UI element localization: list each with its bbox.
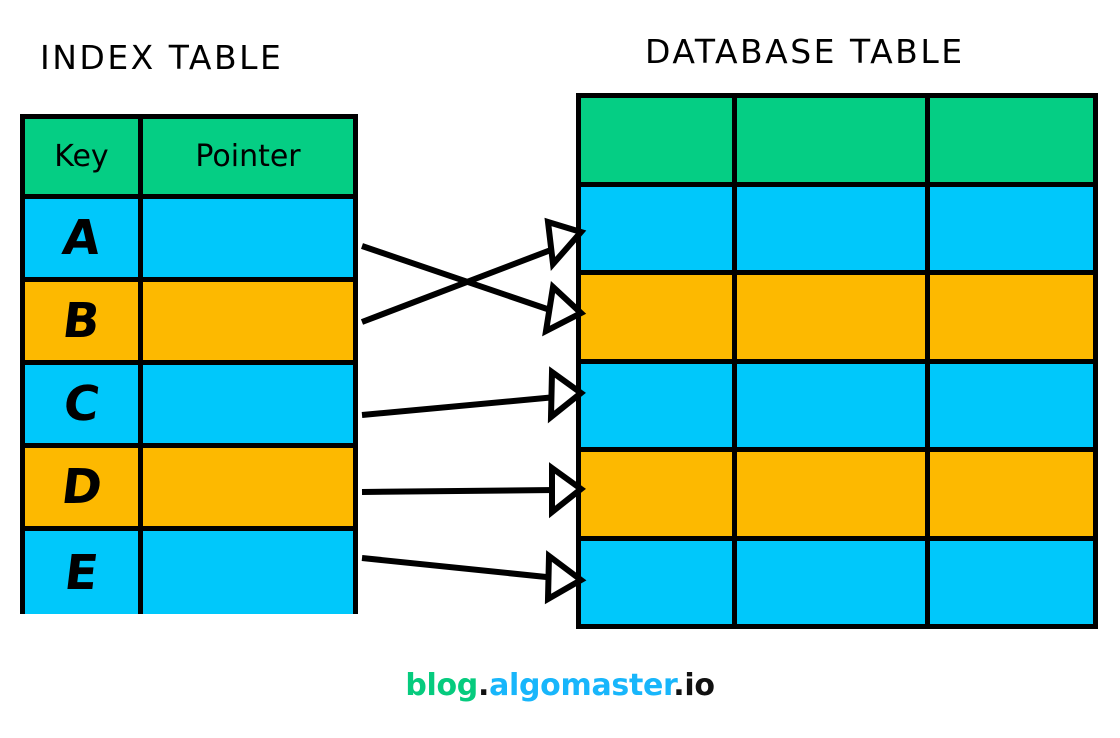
index-cell-pointer-b: [143, 282, 353, 360]
database-cell-r5-c2: [737, 540, 930, 624]
index-header-label-key: Key: [54, 138, 109, 174]
brand-dot-2: .: [673, 668, 685, 703]
index-key-label-b: B: [59, 293, 104, 349]
database-table-row-4: [581, 452, 1093, 541]
database-cell-r1-c2: [737, 186, 930, 270]
database-cell-r3-c3: [930, 363, 1093, 447]
index-table-header-row: Key Pointer: [25, 119, 353, 199]
database-cell-r4-c1: [581, 452, 737, 536]
database-table-row-3: [581, 363, 1093, 452]
index-table-row-a: A: [25, 199, 353, 282]
database-cell-r3-c1: [581, 363, 737, 447]
database-table-row-2: [581, 275, 1093, 364]
index-table-title: INDEX TABLE: [40, 38, 284, 77]
database-table-title: DATABASE TABLE: [645, 32, 965, 71]
index-table-row-e: E: [25, 531, 353, 614]
database-cell-r5-c1: [581, 540, 737, 624]
database-table-row-5: [581, 540, 1093, 624]
database-header-cell-3: [930, 98, 1093, 182]
database-table-row-1: [581, 186, 1093, 275]
pointer-arrow-a: [361, 243, 587, 337]
index-cell-pointer-d: [143, 448, 353, 526]
index-key-label-c: C: [60, 376, 103, 432]
index-table-row-d: D: [25, 448, 353, 531]
database-cell-r2-c1: [581, 275, 737, 359]
index-cell-key-c: C: [25, 365, 143, 443]
pointer-arrow-c: [361, 366, 586, 424]
database-cell-r2-c3: [930, 275, 1093, 359]
brand-part-blog: blog: [405, 668, 478, 703]
index-key-label-e: E: [61, 544, 102, 601]
brand-part-algomaster: algomaster: [489, 668, 674, 703]
index-table: Key Pointer A B C: [20, 114, 358, 614]
pointer-arrow-b: [360, 217, 587, 325]
database-cell-r1-c1: [581, 186, 737, 270]
database-cell-r3-c2: [737, 363, 930, 447]
brand-footer: blog.algomaster.io: [0, 668, 1120, 703]
pointer-arrow-d: [361, 462, 586, 519]
brand-part-io: io: [684, 668, 715, 703]
index-cell-key-e: E: [25, 531, 143, 614]
database-header-cell-2: [737, 98, 930, 182]
database-cell-r4-c3: [930, 452, 1093, 536]
database-table-header-row: [581, 98, 1093, 187]
database-cell-r5-c3: [930, 540, 1093, 624]
index-table-row-c: C: [25, 365, 353, 448]
database-cell-r4-c2: [737, 452, 930, 536]
database-table: [576, 93, 1098, 629]
index-table-row-b: B: [25, 282, 353, 365]
index-key-label-d: D: [58, 459, 105, 515]
index-cell-key-b: B: [25, 282, 143, 360]
database-cell-r2-c2: [737, 275, 930, 359]
index-cell-key-a: A: [25, 199, 143, 277]
index-cell-key-d: D: [25, 448, 143, 526]
index-header-cell-pointer: Pointer: [143, 119, 353, 194]
index-cell-pointer-e: [143, 531, 353, 614]
pointer-arrow-e: [361, 550, 587, 605]
index-cell-pointer-a: [143, 199, 353, 277]
database-header-cell-1: [581, 98, 737, 182]
index-cell-pointer-c: [143, 365, 353, 443]
index-header-cell-key: Key: [25, 119, 143, 194]
database-cell-r1-c3: [930, 186, 1093, 270]
index-key-label-a: A: [59, 210, 104, 266]
brand-dot-1: .: [477, 668, 490, 703]
index-header-label-pointer: Pointer: [195, 138, 301, 174]
